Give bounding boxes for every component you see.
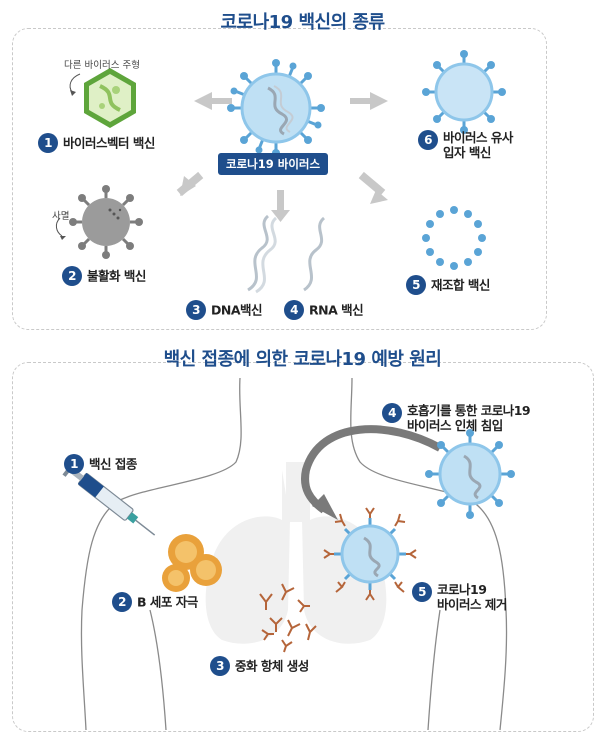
vaccine-type-5: 5 재조합 백신 <box>406 275 490 295</box>
vaccine-type-6-label-line2: 입자 백신 <box>443 145 491 160</box>
vaccine-type-2: 2 불활화 백신 <box>62 266 146 286</box>
vaccine-type-1-label: 바이러스벡터 백신 <box>63 135 155 151</box>
virus-like-particle-icon <box>422 50 506 134</box>
arrows-group <box>176 92 388 222</box>
dna-strand-icon <box>247 214 278 294</box>
inactivated-note: 사멸 <box>52 211 70 222</box>
vaccine-type-4-label: RNA 백신 <box>309 302 364 318</box>
number-badge: 3 <box>210 656 230 676</box>
vaccine-type-2-label: 불활화 백신 <box>87 268 146 284</box>
number-badge: 6 <box>418 130 438 150</box>
prevention-title: 백신 접종에 의한 코로나19 예방 원리 <box>163 349 442 370</box>
prevention-step-3-label: 중화 항체 생성 <box>235 658 309 674</box>
b-cell-icon <box>162 534 222 592</box>
vaccine-type-3-label: DNA백신 <box>211 302 263 318</box>
intrusion-arrow <box>301 425 442 514</box>
number-badge: 2 <box>112 592 132 612</box>
recombinant-protein-icon <box>422 206 486 270</box>
central-virus-label: 코로나19 바이러스 <box>218 153 329 175</box>
neutralized-virus-icon <box>323 507 417 601</box>
invading-virus-icon <box>425 429 515 519</box>
number-badge: 3 <box>186 300 206 320</box>
prevention-step-5: 5 코로나19 바이러스 제거 <box>412 582 507 612</box>
inactivated-virus-icon <box>69 185 143 259</box>
prevention-step-2: 2 B 세포 자극 <box>112 592 198 612</box>
prevention-step-1: 1 백신 접종 <box>64 454 137 474</box>
prevention-step-5-label-line1: 코로나19 <box>437 582 487 597</box>
rna-strand-icon <box>303 216 326 292</box>
number-badge: 5 <box>412 582 432 602</box>
vaccine-type-3: 3 DNA백신 <box>186 300 263 320</box>
number-badge: 2 <box>62 266 82 286</box>
number-badge: 1 <box>38 133 58 153</box>
antibody-cluster-icon <box>259 583 317 653</box>
number-badge: 5 <box>406 275 426 295</box>
central-virus-icon <box>227 59 325 157</box>
vaccine-type-4: 4 RNA 백신 <box>284 300 364 320</box>
vaccine-type-6-label-line1: 바이러스 유사 <box>443 130 513 145</box>
vaccine-type-5-label: 재조합 백신 <box>431 277 490 293</box>
prevention-step-1-label: 백신 접종 <box>89 456 137 472</box>
prevention-step-4-label-line1: 호흡기를 통한 코로나19 <box>407 403 531 418</box>
number-badge: 4 <box>284 300 304 320</box>
prevention-step-5-label-line2: 바이러스 제거 <box>437 597 507 612</box>
prevention-step-4: 4 호흡기를 통한 코로나19 바이러스 인체 침입 <box>382 403 531 433</box>
prevention-step-4-label-line2: 바이러스 인체 침입 <box>407 418 503 433</box>
prevention-step-3: 3 중화 항체 생성 <box>210 656 309 676</box>
vaccine-types-title: 코로나19 백신의 종류 <box>220 12 385 33</box>
number-badge: 4 <box>382 403 402 423</box>
vector-note: 다른 바이러스 주형 <box>64 60 140 71</box>
vaccine-type-6: 6 바이러스 유사 입자 백신 <box>418 130 513 160</box>
number-badge: 1 <box>64 454 84 474</box>
viral-vector-icon <box>84 68 136 128</box>
vaccine-type-1: 1 바이러스벡터 백신 <box>38 133 155 153</box>
prevention-step-2-label: B 세포 자극 <box>137 594 198 610</box>
